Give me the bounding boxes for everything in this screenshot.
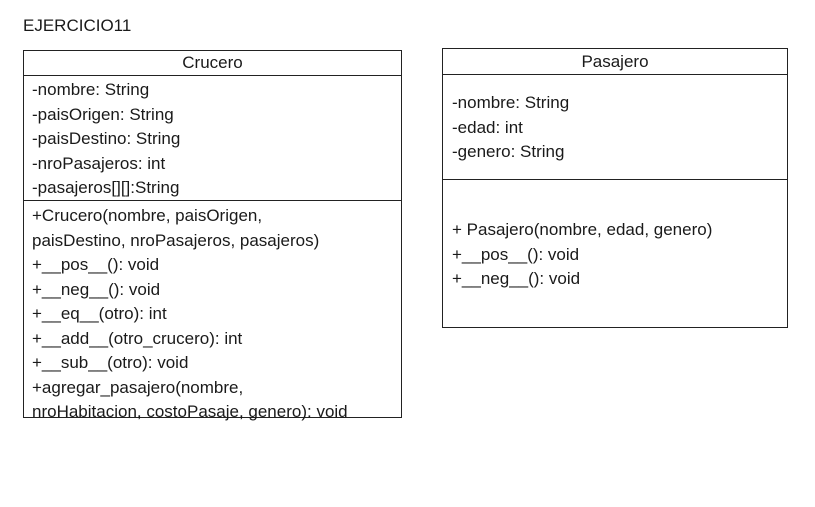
method-item: paisDestino, nroPasajeros, pasajeros) [32, 230, 320, 250]
class-name-crucero: Crucero [24, 51, 401, 76]
class-box-pasajero: Pasajero -nombre: String -edad: int -gen… [442, 48, 788, 328]
method-item: +__neg__(): void [452, 269, 581, 288]
attributes-section-pasajero: -nombre: String -edad: int -genero: Stri… [443, 75, 787, 180]
method-item: +__pos__(): void [32, 255, 160, 274]
methods-section-pasajero: + Pasajero(nombre, edad, genero) +__pos_… [443, 180, 787, 292]
attribute-item: -nroPasajeros: int [32, 153, 166, 173]
attribute-item: -paisDestino: String [32, 129, 181, 148]
attribute-item: -nombre: String [32, 80, 150, 99]
method-item: +__add__(otro_crucero): int [32, 328, 243, 348]
attribute-item: -pasajeros[][]:String [32, 178, 180, 197]
class-name-pasajero: Pasajero [443, 49, 787, 75]
attribute-item: -edad: int [452, 117, 523, 137]
method-item: +__sub__(otro): void [32, 353, 189, 372]
method-item: +Crucero(nombre, paisOrigen, [32, 206, 263, 225]
class-box-crucero: Crucero -nombre: String -paisOrigen: Str… [23, 50, 402, 421]
attribute-item: -nombre: String [452, 93, 570, 112]
method-item: nroHabitacion, costoPasaje, genero): voi… [32, 402, 348, 421]
method-item: + Pasajero(nombre, edad, genero) [452, 220, 713, 239]
method-item: +__pos__(): void [452, 244, 580, 264]
method-item: +__eq__(otro): int [32, 304, 167, 323]
method-item: +agregar_pasajero(nombre, [32, 377, 244, 397]
attribute-item: -paisOrigen: String [32, 104, 174, 124]
methods-section-crucero: +Crucero(nombre, paisOrigen, paisDestino… [24, 201, 401, 425]
attributes-section-crucero: -nombre: String -paisOrigen: String -pai… [24, 76, 401, 201]
method-item: +__neg__(): void [32, 279, 161, 299]
attribute-item: -genero: String [452, 142, 565, 161]
diagram-title: EJERCICIO11 [23, 16, 132, 35]
